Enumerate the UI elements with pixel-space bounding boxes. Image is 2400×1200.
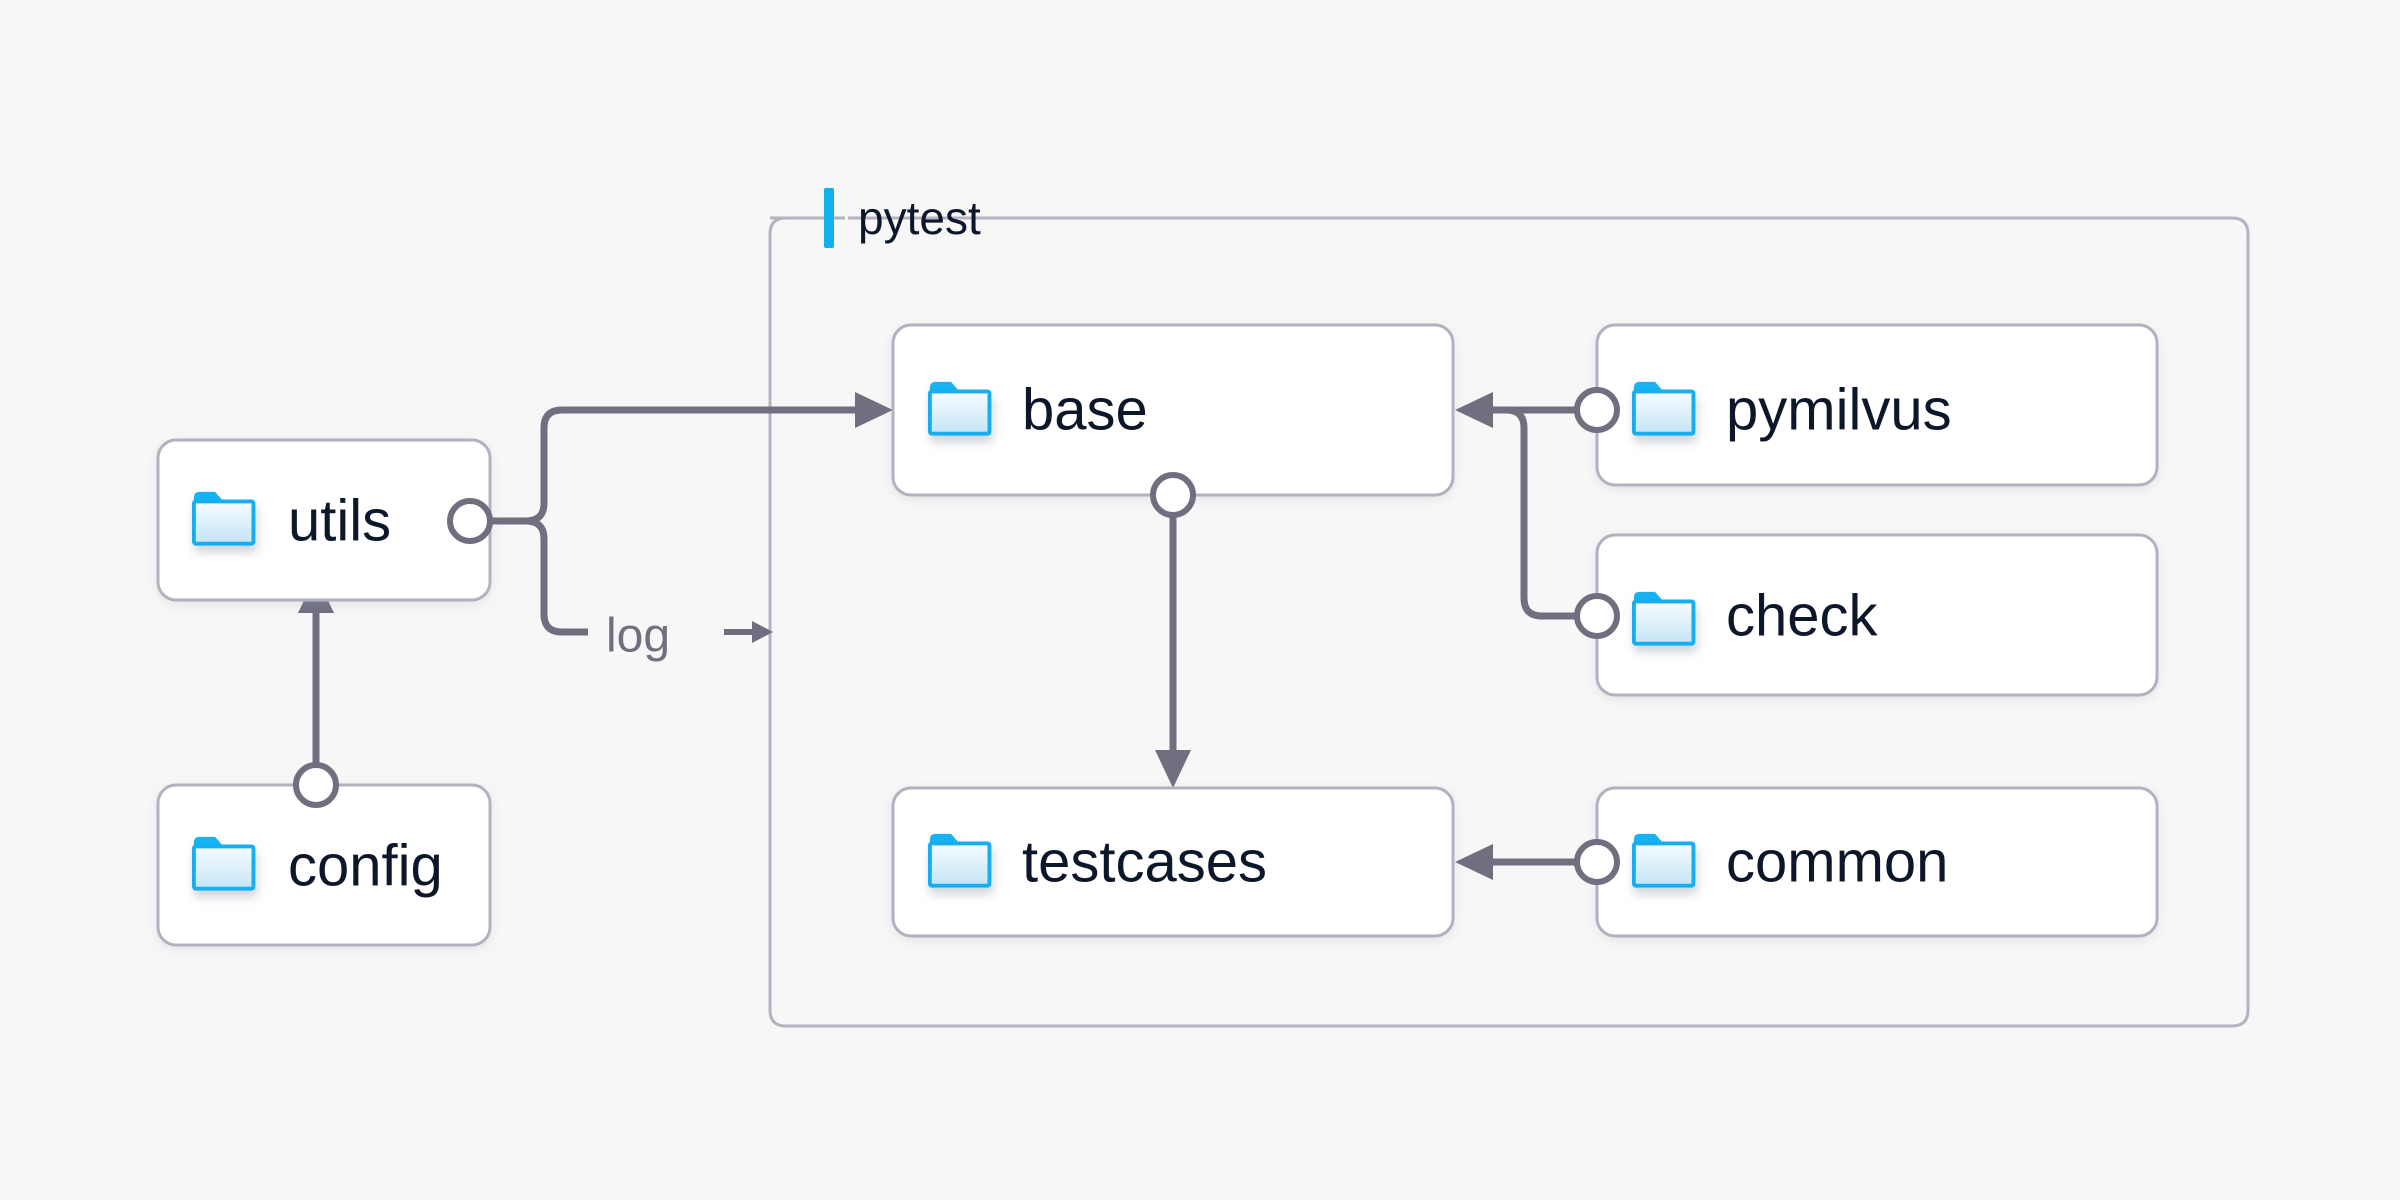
edge-config-to-utils[interactable] — [298, 575, 334, 785]
node-pymilvus[interactable]: pymilvus — [1595, 323, 2159, 487]
folder-icon — [927, 831, 992, 888]
group-pytest-outline — [768, 216, 2250, 1028]
port-base-bottom[interactable] — [1150, 472, 1196, 518]
node-base-label: base — [1022, 378, 1148, 443]
edge-utils-to-base[interactable] — [490, 392, 893, 525]
node-common-label: common — [1726, 830, 1948, 895]
folder-icon — [1632, 379, 1696, 436]
node-check[interactable]: check — [1595, 533, 2159, 697]
node-config-label: config — [288, 834, 443, 899]
edge-base-to-testcases[interactable] — [1155, 497, 1191, 788]
port-common-left[interactable] — [1574, 839, 1620, 885]
port-config-top[interactable] — [293, 762, 339, 808]
arrow-head-icon — [855, 392, 893, 428]
port-check-left[interactable] — [1574, 593, 1620, 639]
edge-common-to-testcases[interactable] — [1455, 844, 1576, 880]
group-pytest[interactable]: pytest — [768, 188, 2250, 1028]
node-utils[interactable]: utils — [156, 438, 492, 602]
node-utils-label: utils — [288, 489, 391, 554]
edge-check-to-base[interactable] — [1490, 406, 1576, 620]
arrow-head-icon — [752, 621, 773, 643]
node-check-label: check — [1726, 584, 1879, 649]
port-pymilvus-left[interactable] — [1574, 387, 1620, 433]
node-testcases[interactable]: testcases — [891, 786, 1455, 938]
node-config[interactable]: config — [156, 783, 492, 947]
node-testcases-box — [891, 786, 1455, 938]
edge-utils-to-pytest-log[interactable]: log — [490, 517, 773, 663]
arrow-head-icon — [1155, 750, 1191, 788]
folder-icon — [927, 379, 992, 436]
port-utils-right[interactable] — [447, 498, 493, 544]
folder-icon — [191, 834, 256, 891]
accent-bar-icon — [824, 188, 834, 248]
node-common[interactable]: common — [1595, 786, 2159, 938]
folder-icon — [191, 489, 256, 546]
folder-icon — [1632, 831, 1696, 888]
arrow-head-icon — [1455, 392, 1493, 428]
arrow-head-icon — [1455, 844, 1493, 880]
node-pymilvus-label: pymilvus — [1726, 378, 1952, 443]
node-base[interactable]: base — [891, 323, 1455, 497]
folder-icon — [1632, 589, 1696, 646]
group-pytest-label: pytest — [858, 192, 981, 244]
edge-label-log: log — [606, 610, 670, 663]
node-testcases-label: testcases — [1022, 830, 1267, 895]
